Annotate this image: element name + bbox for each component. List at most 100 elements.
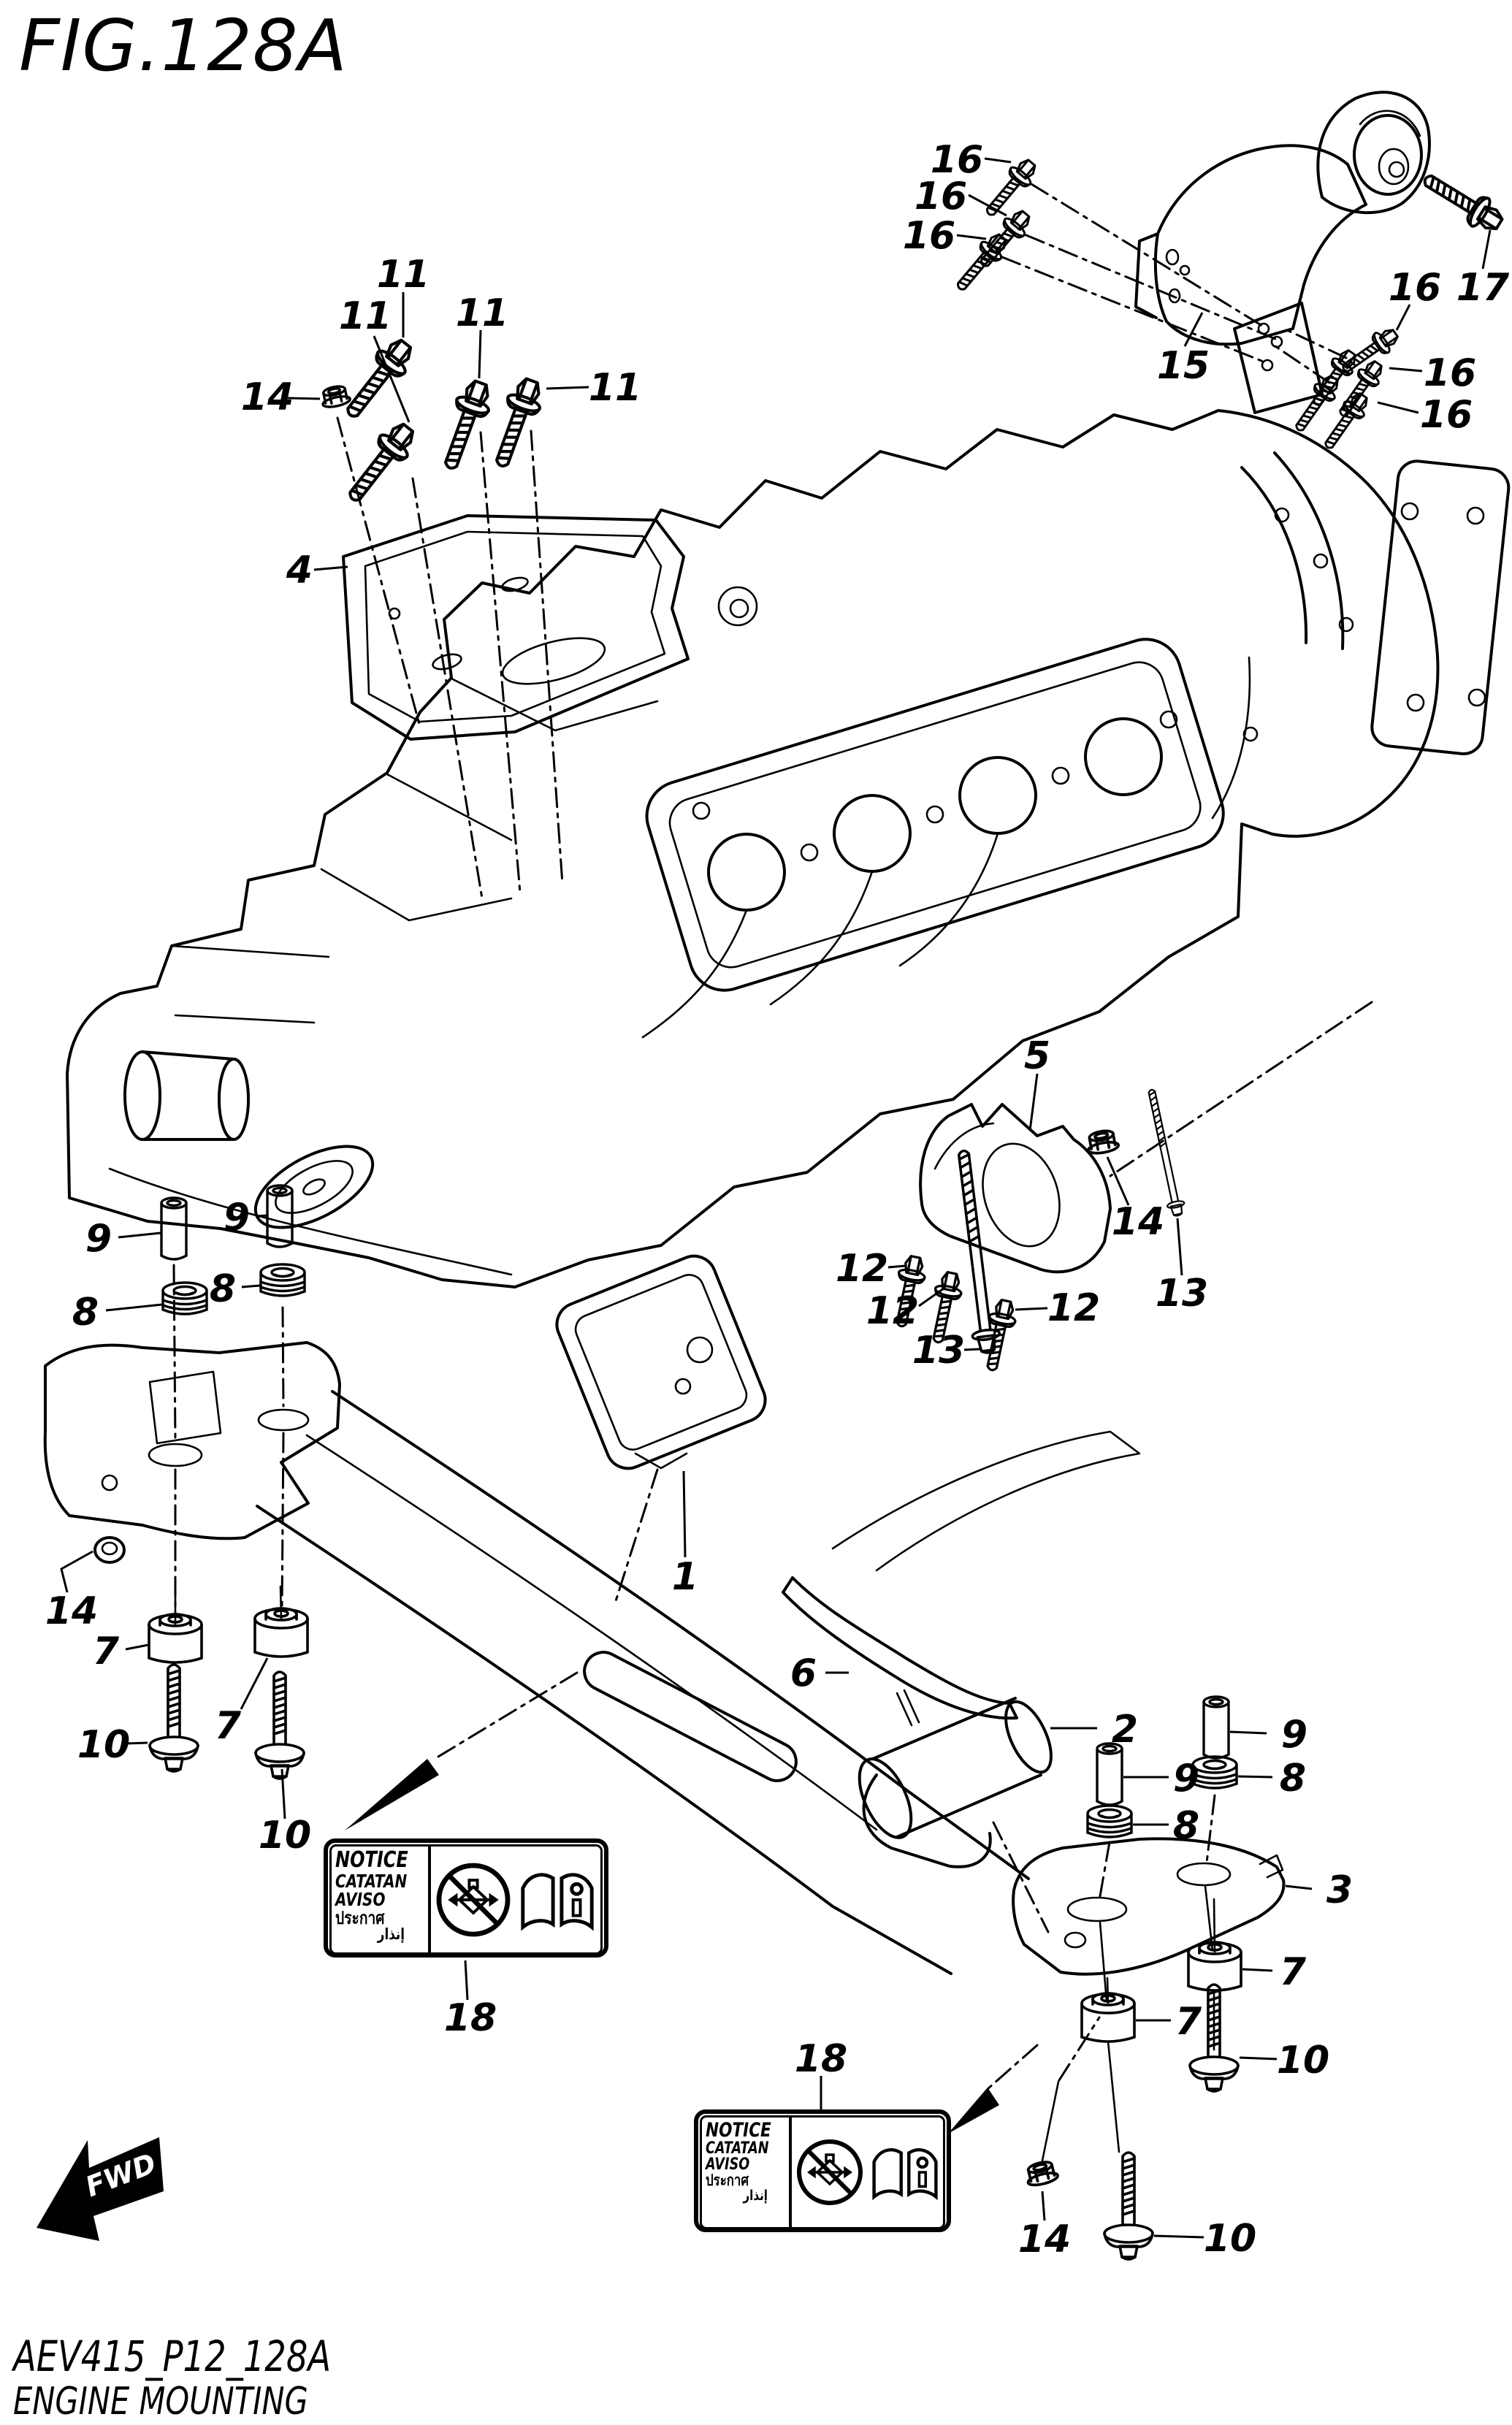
bushing-7: [148, 1613, 203, 1664]
callout-13: 13: [1156, 1272, 1208, 1315]
leader-line-14: [1041, 2191, 1046, 2221]
callout-12: 12: [866, 1289, 919, 1333]
leader-line-8: [105, 1303, 163, 1312]
leader-line-16: [1377, 401, 1419, 414]
owner-manual-icon: [521, 1872, 594, 1931]
nut-14: [1084, 1127, 1121, 1157]
callout-18: 18: [795, 2037, 847, 2081]
connector-lines: [174, 1585, 1216, 2162]
leader-line-12: [1015, 1307, 1048, 1311]
crossmember-left-plate: [43, 1341, 341, 1564]
bracket-4: [342, 514, 690, 741]
plate-3: [1012, 1837, 1286, 1976]
bolt-11: [339, 418, 421, 510]
callout-9: 9: [1281, 1713, 1307, 1757]
projection-lines: [172, 183, 1373, 2090]
valve-cover: [645, 638, 1225, 992]
leader-line-14: [1106, 1156, 1130, 1206]
callout-15: 15: [1157, 344, 1210, 388]
notice-line: NOTICE: [335, 1847, 408, 1873]
notice-line: AVISO: [335, 1889, 386, 1911]
leader-line-10: [280, 1768, 286, 1819]
owner-manual-icon: [872, 2148, 938, 2201]
callout-11: 11: [589, 366, 641, 410]
notice-line: CATATAN: [335, 1870, 408, 1892]
bolt-11: [485, 375, 548, 471]
bolt-13: [1142, 1087, 1188, 1218]
callout-7: 7: [1280, 1950, 1307, 1994]
leader-line-4: [313, 565, 348, 571]
leader-line-10: [1153, 2234, 1204, 2239]
callout-16: 16: [931, 138, 983, 182]
leader-line-16: [1389, 367, 1423, 373]
callout-9: 9: [85, 1217, 112, 1261]
figure-title: FIG.128A: [19, 4, 348, 87]
callout-5: 5: [1024, 1034, 1050, 1078]
leader-line-16: [956, 234, 987, 240]
callout-18: 18: [444, 1996, 497, 2040]
leader-line-13: [963, 1348, 981, 1351]
notice-line: CATATAN: [706, 2139, 769, 2158]
grommet-8: [259, 1263, 306, 1297]
drawing-name: ENGINE MOUNTING: [13, 2380, 308, 2424]
grommet-8: [1086, 1804, 1133, 1838]
notice-label-18: NOTICE CATATAN AVISO ประกาศ إنذار: [694, 2109, 951, 2232]
notice-line: NOTICE: [706, 2119, 771, 2142]
callout-11: 11: [377, 253, 429, 297]
leader-line-16: [984, 157, 1012, 164]
engine-line-art: [43, 91, 1511, 2162]
crossmember: [256, 1390, 1030, 1975]
callout-16: 16: [903, 214, 955, 258]
leader-line-10: [125, 1741, 148, 1745]
callout-16: 16: [1389, 266, 1441, 310]
leader-line-13: [1176, 1218, 1183, 1276]
callout-3: 3: [1326, 1868, 1353, 1912]
leader-line-14: [287, 397, 321, 400]
leader-line-11: [546, 386, 589, 390]
leader-line-11: [478, 329, 482, 379]
callout-8: 8: [1173, 1804, 1199, 1848]
callout-2: 2: [1112, 1708, 1138, 1752]
grommet-8: [161, 1281, 208, 1315]
leader-line-8: [241, 1284, 261, 1288]
notice-line: إنذار: [377, 1925, 405, 1944]
callout-14: 14: [1112, 1200, 1164, 1244]
callout-16: 16: [1424, 351, 1476, 395]
screw-10: [1103, 2151, 1154, 2261]
bracket-5: [919, 1103, 1112, 1274]
engine-front-details: [108, 586, 758, 1276]
leader-line-12: [918, 1287, 944, 1307]
leader-line-5: [1028, 1073, 1039, 1131]
callout-7: 7: [215, 1704, 242, 1748]
no-jack-icon: [436, 1863, 511, 1936]
callout-16: 16: [915, 175, 967, 218]
no-jack-icon: [797, 2139, 863, 2205]
nut-14: [318, 383, 353, 410]
leader-line-18: [464, 1960, 469, 2001]
fwd-marker: FWD: [37, 2137, 164, 2241]
leader-line-1: [682, 1470, 687, 1558]
callout-6: 6: [790, 1651, 817, 1695]
notice-text-column: NOTICE CATATAN AVISO ประกาศ إنذار: [332, 1847, 431, 1952]
callout-7: 7: [1175, 2000, 1202, 2044]
callout-4: 4: [286, 549, 313, 592]
leader-line-14: [60, 1550, 93, 1593]
callout-14: 14: [45, 1589, 98, 1633]
callout-10: 10: [259, 1814, 311, 1857]
callout-12: 12: [1047, 1286, 1100, 1330]
leader-line-16: [968, 194, 1007, 217]
notice-label-18: NOTICE CATATAN AVISO ประกาศ إنذار: [324, 1838, 608, 1958]
leader-line-16: [1395, 304, 1411, 331]
engine-block-outline: [66, 409, 1440, 1288]
drawing-code: AEV415_P12_128A: [13, 2332, 332, 2381]
transmission-end-cover: [1370, 459, 1511, 755]
callout-10: 10: [1277, 2039, 1329, 2082]
bolt-16: [1331, 356, 1389, 423]
callout-8: 8: [72, 1291, 99, 1334]
leader-line-7: [240, 1657, 269, 1710]
leader-line-10: [1239, 2056, 1278, 2061]
callout-11: 11: [339, 294, 392, 338]
